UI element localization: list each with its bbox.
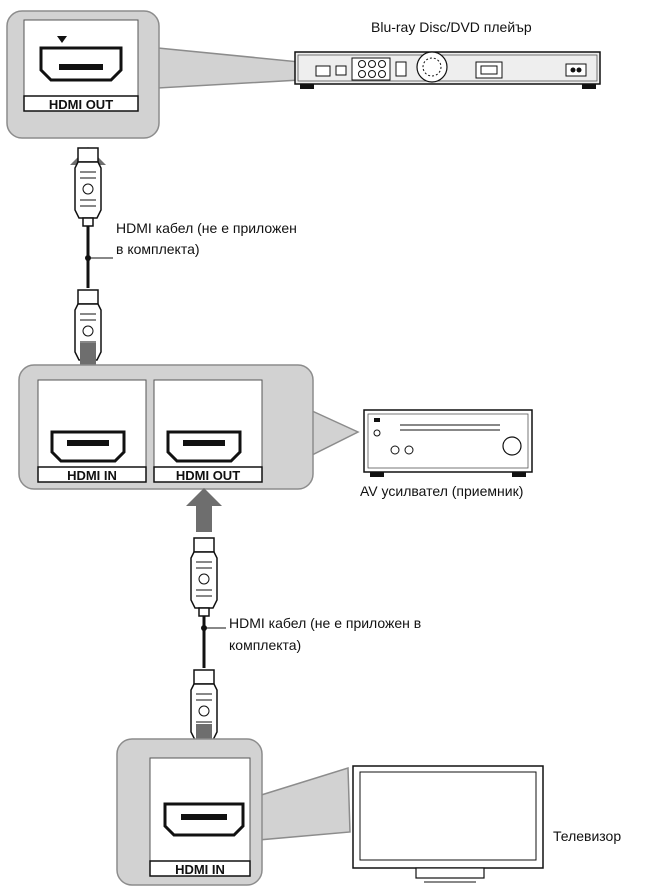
- player-label: Blu-ray Disc/DVD плейър: [371, 19, 532, 35]
- bluray-player-icon: [294, 51, 601, 89]
- amp-hdmi-out-label: HDMI OUT: [176, 468, 240, 483]
- tv-label: Телевизор: [553, 828, 622, 844]
- amplifier-port-callout: [18, 364, 360, 490]
- bottom-cable-label-line2: комплекта): [229, 637, 302, 653]
- tv-icon: [352, 765, 544, 883]
- tv-hdmi-in-label: HDMI IN: [175, 862, 225, 877]
- player-hdmi-out-label: HDMI OUT: [49, 97, 113, 112]
- arrow-up-icon: [186, 488, 222, 532]
- player-port-callout: [6, 10, 301, 139]
- bottom-cable-label-line1: HDMI кабел (не е приложен в: [229, 615, 422, 631]
- amp-hdmi-in-label: HDMI IN: [67, 468, 117, 483]
- amplifier-label: AV усилвател (приемник): [360, 483, 524, 499]
- top-cable-label-line1: HDMI кабел (не е приложен: [116, 220, 297, 236]
- av-amplifier-icon: [363, 409, 533, 477]
- tv-port-callout: [116, 738, 351, 886]
- top-cable-label-line2: в комплекта): [116, 241, 200, 257]
